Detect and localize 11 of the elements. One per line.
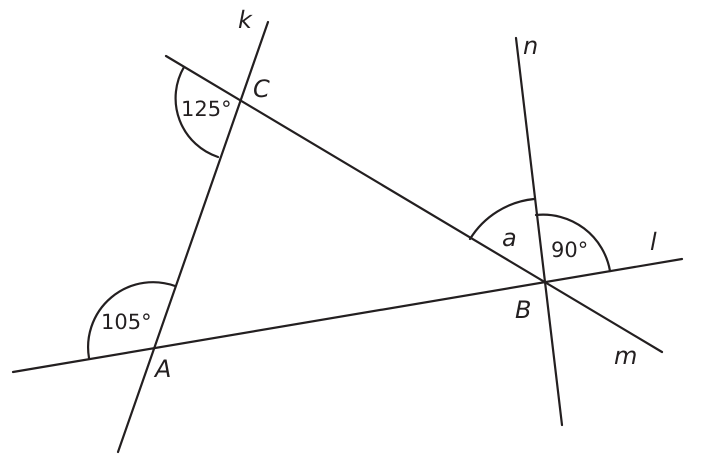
angle-value: 125° bbox=[181, 99, 232, 120]
line-name: m bbox=[614, 344, 638, 368]
angle-name: a bbox=[502, 226, 517, 250]
point-name: B bbox=[515, 298, 532, 322]
line-name: l bbox=[650, 230, 657, 254]
line-name: n bbox=[523, 34, 538, 58]
point-name: A bbox=[155, 357, 172, 381]
line-name: k bbox=[238, 8, 252, 32]
angle-value: 105° bbox=[101, 312, 152, 333]
angle-value: 90° bbox=[551, 240, 588, 261]
point-name: C bbox=[253, 77, 270, 101]
